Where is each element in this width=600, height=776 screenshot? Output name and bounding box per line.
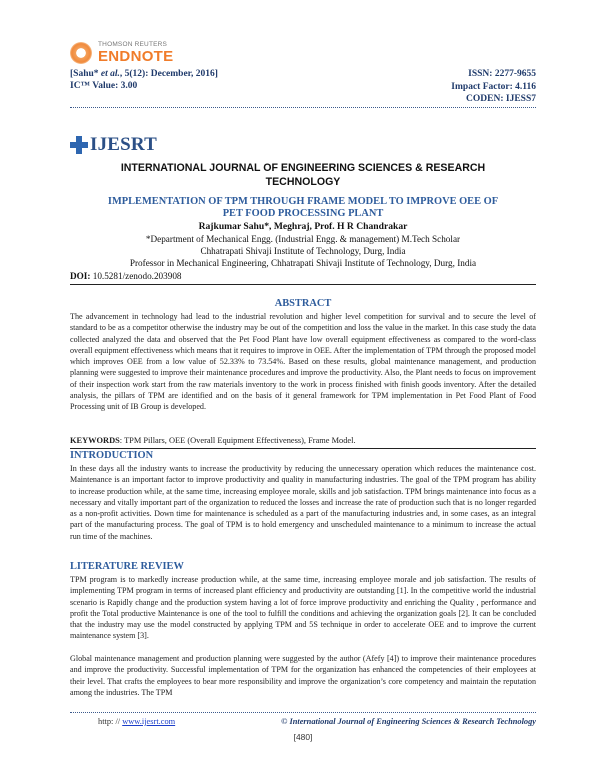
keywords: KEYWORDS: TPM Pillars, OEE (Overall Equi… (70, 436, 356, 445)
article-title: IMPLEMENTATION OF TPM THROUGH FRAME MODE… (107, 196, 499, 219)
citation: [Sahu* et al., 5(12): December, 2016] (70, 69, 218, 79)
header-left: [Sahu* et al., 5(12): December, 2016] IC… (70, 68, 218, 92)
abstract-divider (70, 448, 536, 449)
affiliation-3: Professor in Mechanical Engineering, Chh… (129, 258, 477, 268)
journal-name: INTERNATIONAL JOURNAL OF ENGINEERING SCI… (120, 162, 486, 188)
literature-review-para-1: TPM program is to markedly increase prod… (70, 575, 536, 641)
coden: CODEN: IJESS7 (466, 94, 536, 104)
title-divider (70, 284, 536, 285)
endnote-ring-icon (70, 42, 92, 64)
page-number: [480] (293, 732, 313, 742)
introduction-heading: INTRODUCTION (70, 450, 154, 461)
footer-url: http: // www.ijesrt.com (98, 717, 176, 726)
endnote-logo: THOMSON REUTERS ENDNOTE (70, 40, 173, 66)
article-authors: Rajkumar Sahu*, Meghraj, Prof. H R Chand… (198, 221, 408, 232)
ic-value: IC™ Value: 3.00 (70, 81, 138, 91)
footer-copyright: © International Journal of Engineering S… (281, 717, 536, 726)
abstract-heading: ABSTRACT (274, 298, 332, 309)
plus-cross-icon (70, 136, 88, 154)
issn: ISSN: 2277-9655 (468, 69, 536, 79)
literature-review-para-2: Global maintenance management and produc… (70, 654, 536, 697)
affiliation-1: *Department of Mechanical Engg. (Industr… (145, 234, 461, 244)
doi: DOI: 10.5281/zenodo.203908 (70, 271, 182, 281)
logo-product: ENDNOTE (98, 47, 174, 65)
introduction-text: In these days all the industry wants to … (70, 464, 536, 541)
literature-review-heading: LITERATURE REVIEW (70, 561, 184, 572)
header-divider (70, 107, 536, 108)
journal-brand: IJESRT (70, 134, 157, 156)
footer-divider (70, 712, 536, 713)
header-right: ISSN: 2277-9655 Impact Factor: 4.116 COD… (451, 68, 536, 106)
affiliation-2: Chhatrapati Shivaji Institute of Technol… (200, 246, 406, 256)
logo-publisher: THOMSON REUTERS (98, 41, 168, 49)
journal-website-link[interactable]: www.ijesrt.com (122, 717, 176, 726)
abstract-text: The advancement in technology had lead t… (70, 312, 536, 412)
impact-factor: Impact Factor: 4.116 (451, 81, 536, 92)
brand-name: IJESRT (90, 134, 158, 155)
